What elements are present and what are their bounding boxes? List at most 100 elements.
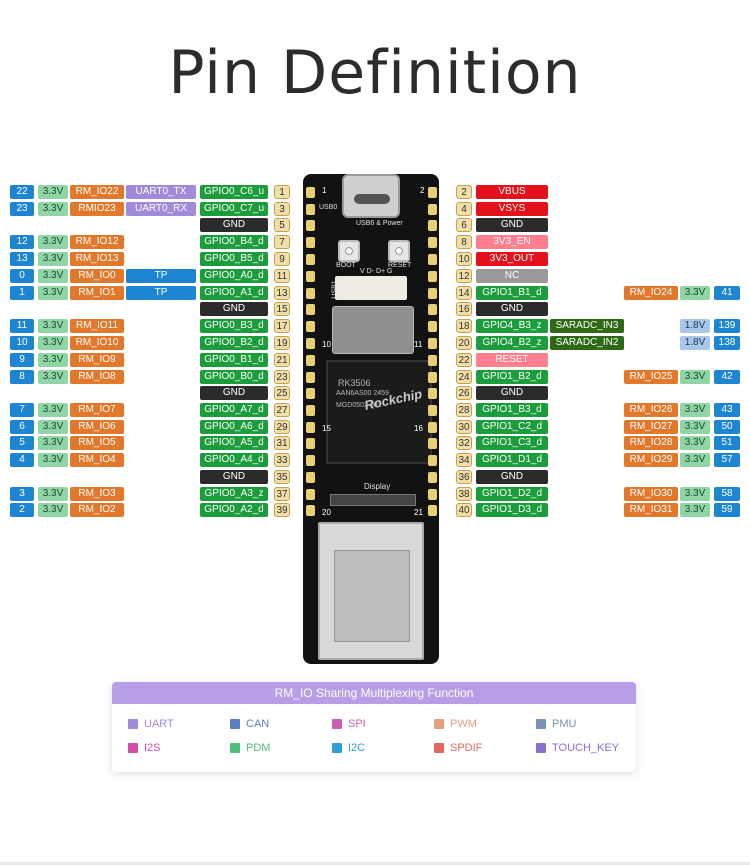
gpio-label: GPIO0_B3_d [200, 319, 268, 333]
usb-side-label: USB0 [319, 204, 338, 211]
pin-number-left: 19 [274, 336, 290, 350]
pin-number-right: 18 [456, 319, 472, 333]
voltage-label: 3.3V [38, 436, 68, 450]
pin-number-left: 23 [274, 370, 290, 384]
pin-pad [428, 220, 437, 231]
gpio-number-label: 1 [10, 286, 34, 300]
voltage-label: 3.3V [38, 403, 68, 417]
board-num-16: 16 [414, 424, 423, 433]
board-num-1: 1 [322, 186, 327, 195]
rm-io-label: RM_IO22 [70, 185, 124, 199]
pin-pad [306, 254, 315, 265]
pin-number-right: 20 [456, 336, 472, 350]
pin-number-right: 6 [456, 218, 472, 232]
pin-number-left: 13 [274, 286, 290, 300]
pin-number-left: 31 [274, 436, 290, 450]
voltage-label: 3.3V [38, 353, 68, 367]
debug-label: V D- D+ G [360, 268, 393, 275]
gpio-label: GPIO0_C7_u [200, 202, 268, 216]
sd-card-slot [332, 306, 414, 354]
legend-swatch [230, 719, 240, 729]
voltage-label: 3.3V [38, 487, 68, 501]
gpio-number-label: 138 [714, 336, 740, 350]
signal-label: NC [476, 269, 548, 283]
voltage-label: 3.3V [680, 370, 710, 384]
voltage-label: 3.3V [38, 336, 68, 350]
pin-pad [428, 304, 437, 315]
pin-pad [428, 338, 437, 349]
rm-io-label: RM_IO1 [70, 286, 124, 300]
legend-swatch [332, 719, 342, 729]
gpio-number-label: 22 [10, 185, 34, 199]
pin-number-right: 12 [456, 269, 472, 283]
legend-label: UART [144, 718, 174, 730]
pin-number-right: 10 [456, 252, 472, 266]
signal-label: GND [476, 470, 548, 484]
legend-label: CAN [246, 718, 270, 730]
gpio-number-label: 41 [714, 286, 740, 300]
gnd-label: GND [200, 302, 268, 316]
pin-number-right: 32 [456, 436, 472, 450]
signal-label: RESET [476, 353, 548, 367]
debug-connector [335, 276, 407, 300]
pin-number-left: 17 [274, 319, 290, 333]
pin-pad [306, 405, 315, 416]
voltage-label: 3.3V [38, 269, 68, 283]
pin-pad [428, 321, 437, 332]
pin-pad [306, 489, 315, 500]
signal-label: VBUS [476, 185, 548, 199]
pin-number-left: 11 [274, 269, 290, 283]
signal-label: GPIO1_C2_d [476, 420, 548, 434]
usb-c-connector [342, 174, 400, 218]
legend-swatch [230, 743, 240, 753]
gpio-number-label: 43 [714, 403, 740, 417]
pin-number-right: 40 [456, 503, 472, 517]
gpio-number-label: 57 [714, 453, 740, 467]
pin-pad [306, 288, 315, 299]
pin-number-left: 29 [274, 420, 290, 434]
pin-pad [306, 237, 315, 248]
board-num-2: 2 [420, 186, 425, 195]
rm-io-label: RM_IO8 [70, 370, 124, 384]
usb-power-label: USB6 & Power [356, 220, 403, 227]
voltage-label: 3.3V [38, 235, 68, 249]
chip-line2: MGD0502 001 [336, 402, 382, 409]
gpio-number-label: 3 [10, 487, 34, 501]
legend-label: I2C [348, 742, 366, 754]
pin-number-left: 15 [274, 302, 290, 316]
tp-label: TP [126, 286, 196, 300]
rm-io-label: RM_IO27 [624, 420, 678, 434]
rm-io-label: RM_IO4 [70, 453, 124, 467]
rm-io-label: RM_IO9 [70, 353, 124, 367]
voltage-label: 1.8V [680, 319, 710, 333]
pin-pad [306, 388, 315, 399]
voltage-label: 3.3V [680, 453, 710, 467]
pin-pad [428, 187, 437, 198]
pin-pad [428, 455, 437, 466]
rm-io-label: RM_IO0 [70, 269, 124, 283]
pin-number-right: 26 [456, 386, 472, 400]
soc-chip: RK3506 Rockchip AAN6AS00 2459 MGD0502 00… [326, 360, 432, 464]
rm-io-label: RM_IO26 [624, 403, 678, 417]
legend-swatch [332, 743, 342, 753]
rm-io-label: RM_IO13 [70, 252, 124, 266]
voltage-label: 3.3V [680, 403, 710, 417]
gpio-number-label: 23 [10, 202, 34, 216]
legend-item: PMU [536, 718, 576, 730]
pin-pad [306, 355, 315, 366]
pin-number-right: 28 [456, 403, 472, 417]
voltage-label: 3.3V [680, 420, 710, 434]
chip-model: RK3506 [338, 378, 371, 388]
voltage-label: 3.3V [680, 503, 710, 517]
pin-number-left: 25 [274, 386, 290, 400]
gpio-label: GPIO0_A3_z [200, 487, 268, 501]
rm-io-label: RMIO23 [70, 202, 124, 216]
legend-label: PWM [450, 718, 477, 730]
signal-label: VSYS [476, 202, 548, 216]
display-connector [330, 494, 416, 506]
pin-pad [306, 204, 315, 215]
pin-number-left: 5 [274, 218, 290, 232]
signal-label: GPIO4_B3_z [476, 319, 548, 333]
gpio-label: GPIO0_B5_d [200, 252, 268, 266]
voltage-label: 3.3V [680, 436, 710, 450]
